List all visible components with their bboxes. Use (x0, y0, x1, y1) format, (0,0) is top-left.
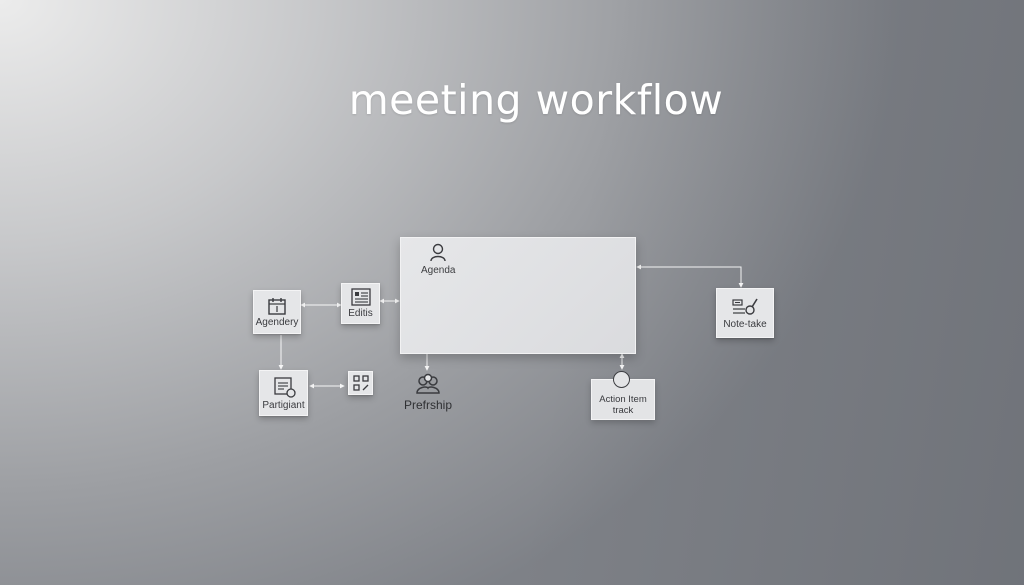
node-label: Prefrship (403, 398, 453, 412)
calendar-icon (268, 297, 286, 315)
agenda-header: Agenda (421, 242, 455, 276)
node-label: Editis (348, 308, 373, 319)
node-agendery[interactable]: Agendery (253, 290, 301, 334)
node-label: Agendery (255, 316, 299, 328)
person-icon (430, 243, 446, 262)
node-agenda-main[interactable]: Agenda (400, 237, 636, 354)
node-label: Note-take (723, 318, 767, 330)
node-action-item[interactable]: Action Item track (591, 379, 655, 420)
document-list-icon (350, 288, 371, 306)
node-label: Partigiant (262, 399, 305, 411)
grid-icon (352, 375, 369, 391)
node-label-line2: track (612, 405, 634, 416)
node-label: Agenda (421, 265, 456, 276)
node-notetake[interactable]: Note-take (716, 288, 774, 338)
page-title: meeting workflow (348, 76, 724, 124)
group-icon (416, 373, 440, 394)
note-pen-icon (732, 298, 758, 315)
connector-main-notetake (636, 264, 744, 288)
node-prefrship[interactable]: Prefrship (400, 373, 456, 412)
node-label-line1: Action Item (599, 394, 647, 405)
circle-icon (613, 371, 630, 388)
node-grid[interactable] (348, 371, 373, 395)
node-editis[interactable]: Editis (341, 283, 380, 324)
node-participant[interactable]: Partigiant (259, 370, 308, 416)
form-person-icon (273, 376, 296, 398)
